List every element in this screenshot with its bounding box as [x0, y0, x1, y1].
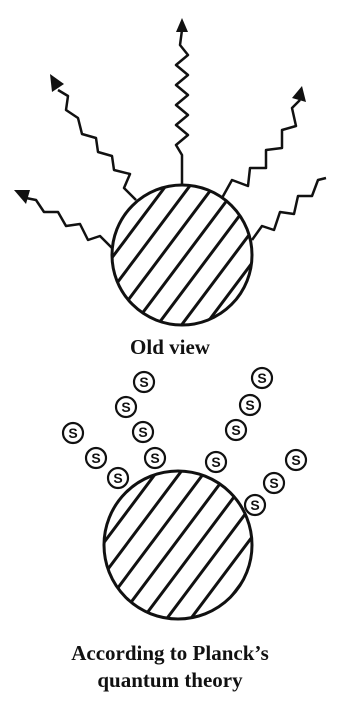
energy-packet-label: S — [139, 374, 148, 390]
energy-packet: S — [108, 468, 128, 488]
energy-packet: S — [206, 452, 226, 472]
hot-body-old — [0, 143, 340, 367]
energy-packet-label: S — [121, 399, 130, 415]
planck-view-caption: According to Planck’s quantum theory — [0, 640, 340, 694]
energy-packet: S — [145, 448, 165, 468]
arrowhead-top — [176, 18, 188, 32]
planck-caption-line-1: According to Planck’s — [0, 640, 340, 667]
wave-upper-right — [222, 86, 306, 198]
energy-packet-label: S — [231, 422, 240, 438]
energy-packet: S — [134, 372, 154, 392]
energy-packet: S — [63, 423, 83, 443]
energy-packet-label: S — [245, 397, 254, 413]
wave-upper-left — [50, 74, 136, 200]
wave-right — [252, 178, 326, 240]
old-view-caption: Old view — [0, 335, 340, 360]
energy-packet: S — [286, 450, 306, 470]
energy-packet: S — [252, 368, 272, 388]
energy-packet-label: S — [150, 450, 159, 466]
energy-packet: S — [133, 422, 153, 442]
energy-packet: S — [245, 495, 265, 515]
arrowhead-left — [14, 190, 30, 204]
energy-packet-label: S — [138, 424, 147, 440]
old-view-group — [0, 18, 340, 367]
energy-packet-label: S — [91, 450, 100, 466]
arrowhead-upper-right — [292, 86, 306, 102]
energy-packet: S — [86, 448, 106, 468]
energy-packet-label: S — [257, 370, 266, 386]
energy-packet-label: S — [269, 475, 278, 491]
energy-packet: S — [264, 473, 284, 493]
energy-packet-label: S — [250, 497, 259, 513]
energy-packet: S — [226, 420, 246, 440]
energy-packet: S — [240, 395, 260, 415]
planck-caption-line-2: quantum theory — [0, 667, 340, 694]
energy-packet-label: S — [68, 425, 77, 441]
wave-left — [14, 190, 112, 248]
energy-packet: S — [116, 397, 136, 417]
arrowhead-upper-left — [50, 74, 64, 92]
wave-top — [176, 18, 188, 185]
energy-packet-label: S — [113, 470, 122, 486]
energy-packet-label: S — [291, 452, 300, 468]
energy-packet-label: S — [211, 454, 220, 470]
